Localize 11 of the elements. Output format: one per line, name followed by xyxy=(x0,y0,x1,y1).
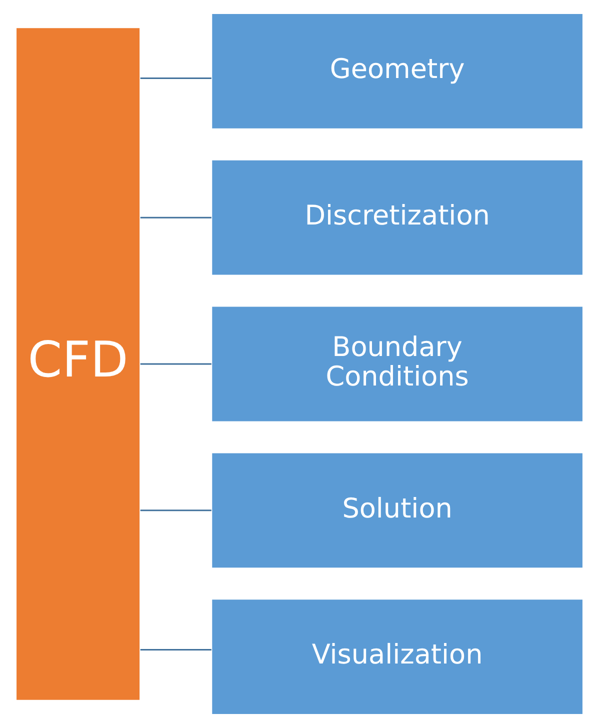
connector xyxy=(140,649,212,650)
node-box: CFD xyxy=(15,26,141,702)
node-box: Visualization xyxy=(210,598,584,716)
node-box: Boundary Conditions xyxy=(210,306,584,422)
node-box: Geometry xyxy=(210,12,584,130)
connector xyxy=(140,363,212,365)
node-box: Solution xyxy=(210,452,584,569)
node-box: Discretization xyxy=(210,159,584,276)
connector xyxy=(140,510,212,512)
connector xyxy=(140,78,212,79)
connector xyxy=(140,216,212,218)
